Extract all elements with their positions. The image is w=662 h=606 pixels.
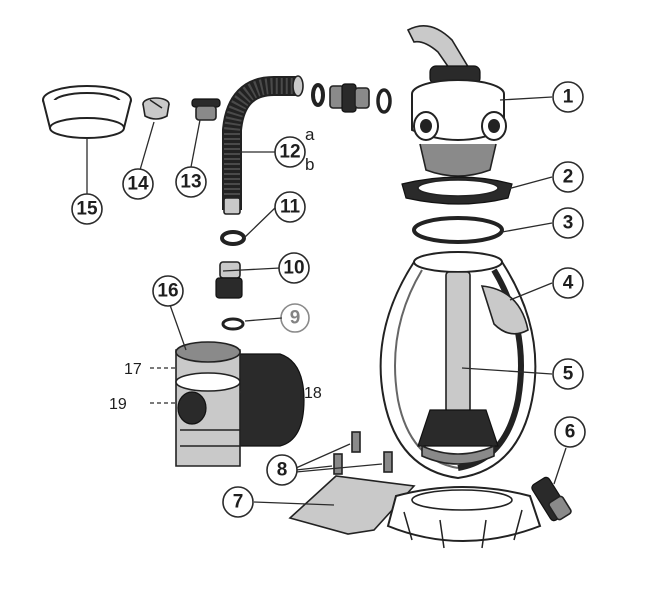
- standpipe-part: [417, 271, 499, 465]
- callout-10: 10: [278, 252, 310, 284]
- hose-part: [222, 75, 304, 215]
- callout-13: 13: [175, 166, 207, 198]
- callout-15: 15: [71, 193, 103, 225]
- clamp-ring-part: [401, 176, 513, 205]
- strainer-ring-part: [42, 85, 132, 139]
- callout-5: 5: [552, 358, 584, 390]
- callout-12: 12: [274, 136, 306, 168]
- callout-6: 6: [554, 416, 586, 448]
- callout-7: 7: [222, 486, 254, 518]
- callout-16: 16: [152, 275, 184, 307]
- callout-2: 2: [552, 161, 584, 193]
- label-17: 17: [124, 361, 142, 378]
- cap-part: [142, 97, 170, 120]
- callout-9: 9: [280, 303, 310, 333]
- small-fittings: [215, 230, 246, 331]
- leader-lines: [86, 96, 567, 506]
- callout-9-label: 9: [290, 308, 301, 329]
- callout-3-label: 3: [563, 213, 574, 234]
- bolts-part: [333, 431, 393, 475]
- label-19: 19: [109, 396, 127, 413]
- callout-5-label: 5: [563, 364, 574, 385]
- callout-8-label: 8: [277, 460, 288, 481]
- callout-1-label: 1: [563, 87, 574, 108]
- callout-13-label: 13: [180, 172, 201, 193]
- callout-15-label: 15: [76, 199, 98, 220]
- callout-7-label: 7: [233, 492, 244, 513]
- callout-8: 8: [266, 454, 298, 486]
- callout-14-label: 14: [127, 174, 149, 195]
- callout-12-label: 12: [279, 142, 300, 163]
- callout-11: 11: [274, 191, 306, 223]
- callout-4: 4: [552, 267, 584, 299]
- pump-part: [175, 341, 305, 467]
- callout-16-label: 16: [157, 281, 178, 302]
- callout-11-label: 11: [280, 197, 301, 218]
- plug-part: [191, 98, 221, 121]
- union-fittings: [311, 83, 392, 114]
- tank-oring-part: [412, 216, 504, 244]
- callout-12-sub-b: b: [305, 155, 314, 174]
- multiport-valve-part: [406, 24, 507, 177]
- callout-10-label: 10: [283, 258, 304, 279]
- callout-1: 1: [552, 81, 584, 113]
- callout-14: 14: [122, 168, 154, 200]
- callout-2-label: 2: [563, 167, 574, 188]
- callout-6-label: 6: [565, 422, 576, 443]
- callout-3: 3: [552, 207, 584, 239]
- callout-12-sub-a: a: [305, 125, 315, 144]
- base-part: [288, 475, 542, 549]
- drain-plug-part: [531, 476, 572, 522]
- callout-4-label: 4: [563, 273, 574, 294]
- label-18: 18: [304, 385, 322, 402]
